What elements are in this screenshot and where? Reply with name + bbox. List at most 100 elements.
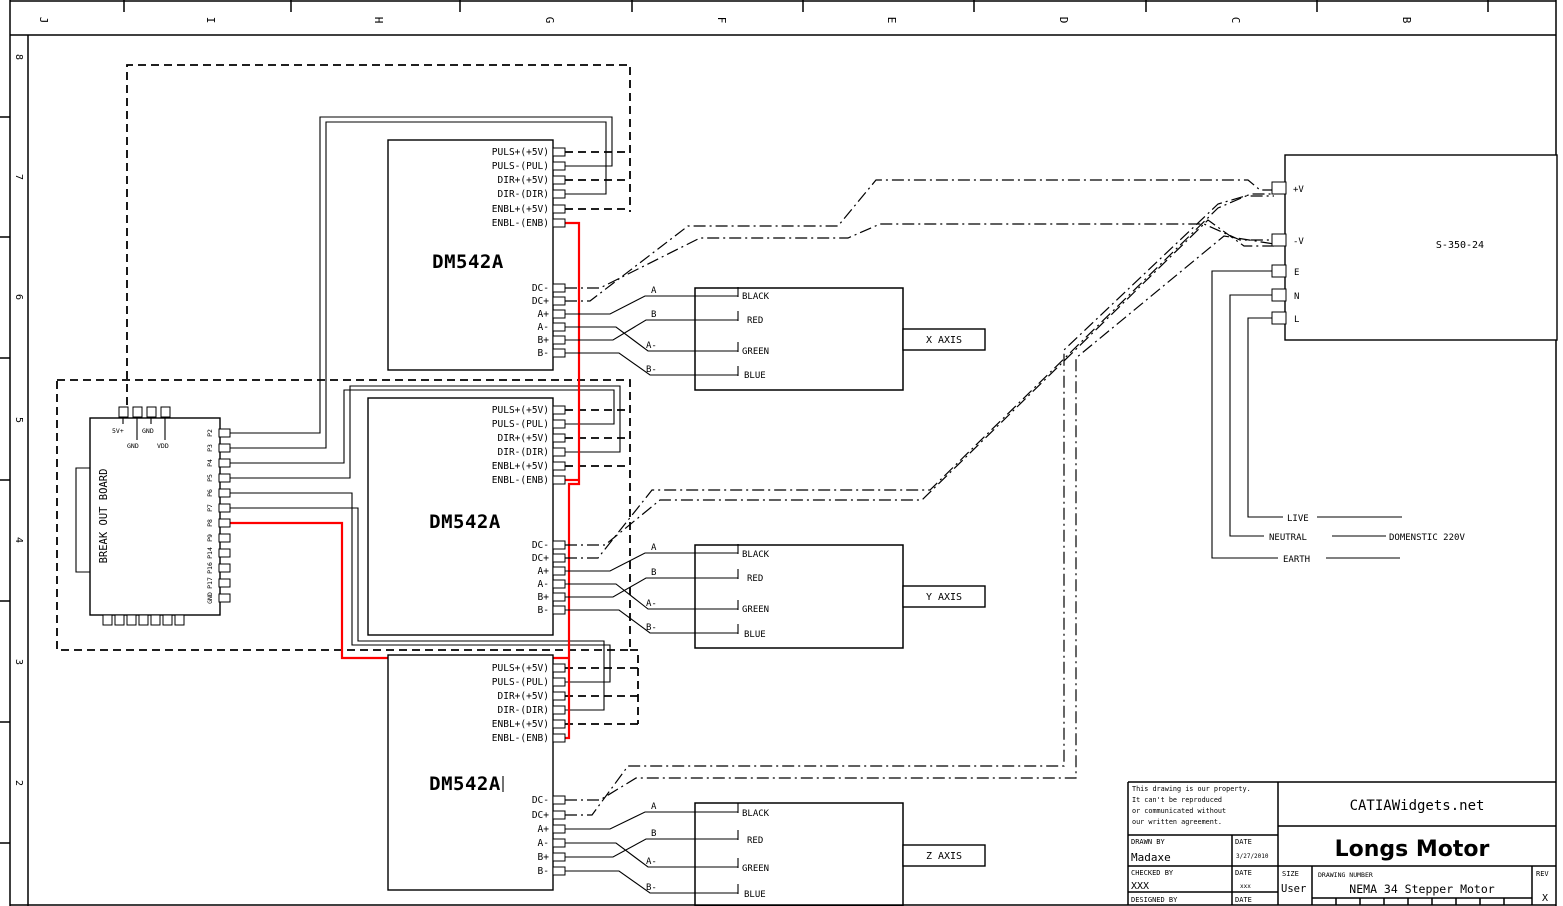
frame-row-label: 4: [13, 537, 24, 543]
breakout-right-pins: [218, 428, 231, 603]
driver-pin-label: PULS+(+5V): [492, 405, 549, 416]
red-enable-wire: [565, 221, 581, 740]
breakout-pin-label: GND: [206, 592, 214, 604]
driver-pin-label: DIR-(DIR): [498, 189, 549, 200]
dashed-5v-bus: [56, 64, 639, 725]
mains-earth-label: EARTH: [1283, 555, 1310, 565]
drawn-by-value: Madaxe: [1131, 851, 1171, 864]
frame-ticks: [0, 0, 1489, 844]
signal-wire: [230, 507, 605, 711]
driver-pin-label: B+: [538, 592, 550, 603]
driver-pin-label: DC-: [532, 795, 549, 806]
size-value: User: [1281, 883, 1306, 895]
breakout-top-pin-leads: [122, 417, 166, 440]
motor-wire-label: RED: [747, 574, 763, 584]
driver-pin-label: B+: [538, 852, 550, 863]
checked-by-label: CHECKED BY: [1131, 869, 1174, 877]
drawn-date-value: 3/27/2010: [1236, 853, 1269, 860]
power-supply: +V -V E N L S-350-24: [1271, 154, 1558, 341]
driver-model-label: DM542A: [429, 511, 501, 533]
driver-block-2: DM542A PULS+(+5V) PULS-(PUL) DIR+(+5V) D…: [367, 397, 566, 636]
breakout-top-pins: [118, 406, 171, 418]
driver-pin-label: DIR-(DIR): [498, 447, 549, 458]
breakout-title: BREAK OUT BOARD: [98, 469, 110, 564]
breakout-pin-label: P8: [206, 519, 214, 527]
motor-wire: [565, 870, 738, 894]
bus-dashed-stubs-driver2: [565, 409, 630, 467]
breakout-pin-label: P2: [206, 429, 214, 437]
motor-terminal-label: A-: [646, 599, 657, 609]
designed-by-label: DESIGNED BY: [1131, 896, 1178, 904]
power-terminal-label: -V: [1293, 237, 1304, 247]
date-label: DATE: [1235, 838, 1252, 846]
driver-pin-label: DIR+(+5V): [498, 175, 549, 186]
breakout-pin-label: P16: [206, 562, 214, 574]
frame-column-label: E: [885, 17, 898, 24]
breakout-bottom-pins: [102, 614, 185, 626]
motor-wire-label: BLACK: [742, 292, 770, 302]
frame-border: [9, 0, 1557, 906]
motor-wire: [565, 838, 738, 858]
breakout-pin-label: P4: [206, 459, 214, 467]
breakout-pin-label: P17: [206, 577, 214, 589]
drawn-by-label: DRAWN BY: [1131, 838, 1166, 846]
frame-row-label: 2: [13, 780, 24, 786]
driver-pin-label: DC+: [532, 296, 549, 307]
rev-value: X: [1542, 893, 1548, 904]
frame-row-label: 6: [13, 294, 24, 300]
breakout-pin-label: P3: [206, 444, 214, 452]
motor-wire-label: BLACK: [742, 550, 770, 560]
motor-wire-label: BLUE: [744, 890, 766, 900]
driver-pin-label: ENBL+(+5V): [492, 719, 549, 730]
axis-label-box: [902, 585, 986, 608]
motor-terminal-label: A-: [646, 857, 657, 867]
motor-block-y: A B A- B- BLACK RED GREEN BLUE Y AXIS: [565, 543, 986, 649]
breakout-pin-label: VDD: [157, 442, 169, 450]
driver-outline: [367, 397, 554, 636]
axis-label: X AXIS: [926, 335, 962, 346]
frame-column-label: G: [543, 17, 556, 24]
driver-pin-label: PULS-(PUL): [492, 677, 549, 688]
mains-source-label: DOMENSTIC 220V: [1389, 533, 1465, 543]
signal-wire: [230, 385, 621, 479]
breakout-outline: [89, 417, 221, 616]
driver-pin-label: ENBL-(ENB): [492, 218, 549, 229]
motor-terminal-label: A: [651, 286, 657, 296]
driver-outline: [387, 654, 554, 891]
axis-label-box: [902, 844, 986, 867]
power-wire: [565, 179, 1274, 302]
frame-row-label: 8: [13, 54, 24, 60]
breakout-pin-label: GND: [142, 427, 154, 435]
signal-wire: [230, 116, 613, 434]
motor-wire: [565, 583, 738, 610]
motor-wire: [565, 319, 738, 341]
breakout-board: BREAK OUT BOARD 5V+ GND GND VDD P2 P3 P4…: [75, 406, 231, 626]
driver-pin-label: PULS+(+5V): [492, 147, 549, 158]
breakout-pin-label: P6: [206, 489, 214, 497]
frame-column-label: H: [372, 17, 385, 24]
breakout-side-bracket: [75, 467, 90, 573]
frame-column-label: F: [715, 17, 728, 24]
bus-dashed-top: [126, 64, 631, 405]
driver-pin-label: DC-: [532, 540, 549, 551]
power-wire: [565, 223, 1274, 289]
motor-terminal-label: A-: [646, 341, 657, 351]
date-label: DATE: [1235, 896, 1252, 904]
power-wires: [565, 179, 1275, 816]
signal-wires: [230, 116, 621, 711]
driver-pin-label: A+: [538, 566, 550, 577]
motor-wire-label: BLUE: [744, 630, 766, 640]
power-supply-terminals: [1271, 181, 1287, 325]
motor-wire: [565, 295, 738, 315]
website-label: CATIAWidgets.net: [1350, 798, 1485, 814]
frame-row-label: 7: [13, 174, 24, 180]
frame-column-label: D: [1057, 17, 1070, 24]
frame-column-label: C: [1229, 17, 1242, 24]
mains-wiring: LIVE NEUTRAL EARTH DOMENSTIC 220V: [1211, 270, 1465, 565]
driver-pin-label: DIR+(+5V): [498, 691, 549, 702]
driver-pin-label: A-: [538, 838, 549, 849]
driver-model-label: DM542A: [429, 773, 501, 795]
motor-wire: [565, 352, 738, 376]
power-supply-outline: [1284, 154, 1558, 341]
